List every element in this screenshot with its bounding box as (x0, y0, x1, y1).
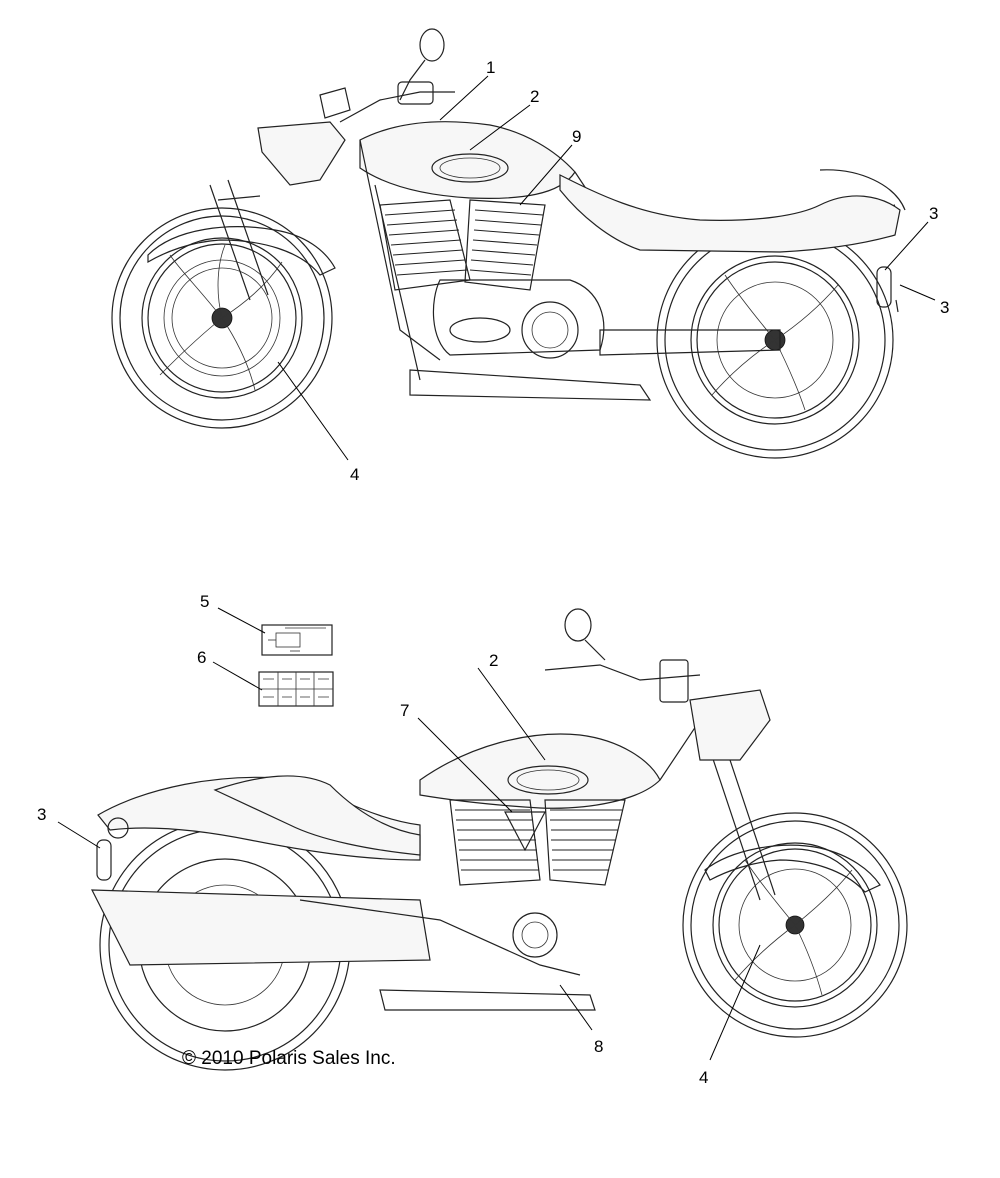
front-wheel (111, 207, 333, 429)
callout-6: 6 (197, 648, 206, 667)
motorcycle-right-side-view (111, 28, 906, 459)
engine-top (379, 199, 605, 359)
engine-bottom (449, 799, 626, 958)
callout-2-bottom: 2 (489, 651, 498, 670)
motorcycle-left-side-view (91, 608, 908, 1071)
front-wheel-left (682, 812, 908, 1038)
callout-1: 1 (486, 58, 495, 77)
bottom-callouts: 5 6 2 7 3 8 4 (37, 592, 761, 1087)
callout-2-top: 2 (530, 87, 539, 106)
callout-3-upper: 3 (929, 204, 938, 223)
callout-4-bottom: 4 (699, 1068, 708, 1087)
top-callouts: 1 2 9 3 3 4 (277, 58, 949, 484)
callout-3-bottom: 3 (37, 805, 46, 824)
callout-5: 5 (200, 592, 209, 611)
callout-3-lower: 3 (940, 298, 949, 317)
callout-9: 9 (572, 127, 581, 146)
rear-wheel (656, 221, 894, 459)
decal-5 (261, 624, 333, 656)
callout-8: 8 (594, 1037, 603, 1056)
decal-6 (258, 671, 334, 707)
callout-7: 7 (400, 701, 409, 720)
callout-4-top: 4 (350, 465, 359, 484)
copyright-notice: © 2010 Polaris Sales Inc. (182, 1048, 396, 1069)
